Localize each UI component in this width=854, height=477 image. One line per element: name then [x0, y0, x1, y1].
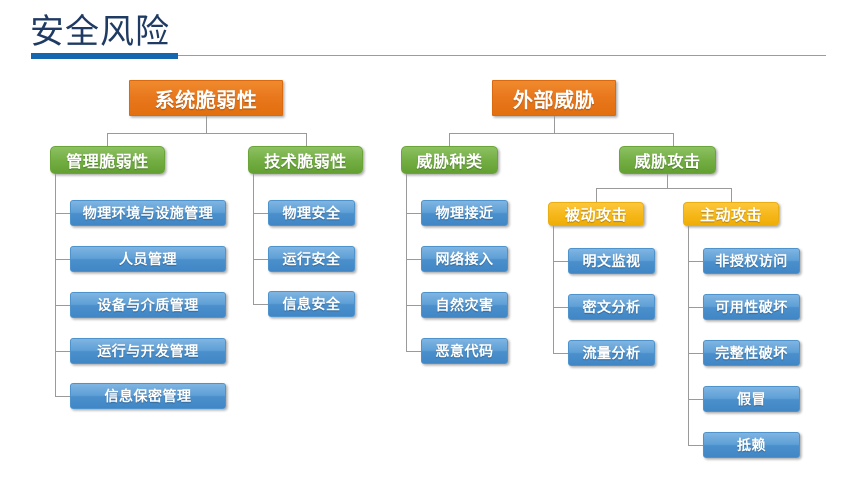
connector-passive-spine — [553, 226, 554, 353]
connector-threattype-stub-4 — [406, 351, 421, 352]
connector-threatattack-to-passive — [596, 188, 597, 202]
node-label: 流量分析 — [582, 345, 641, 361]
connector-active-stub-5 — [688, 445, 703, 446]
node-label: 抵赖 — [737, 437, 766, 453]
node-label: 自然灾害 — [435, 297, 494, 313]
node-label: 技术脆弱性 — [264, 154, 347, 171]
node-m1[interactable]: 物理环境与设施管理 — [70, 200, 226, 226]
node-label: 可用性破坏 — [715, 299, 788, 315]
node-label: 信息保密管理 — [104, 388, 192, 404]
node-mgmt-vuln[interactable]: 管理脆弱性 — [50, 146, 165, 174]
node-t2[interactable]: 运行安全 — [268, 246, 355, 272]
node-label: 主动攻击 — [699, 206, 762, 224]
node-label: 完整性破坏 — [715, 345, 788, 361]
node-m5[interactable]: 信息保密管理 — [70, 383, 226, 409]
node-label: 设备与介质管理 — [97, 297, 199, 313]
node-sys-vuln[interactable]: 系统脆弱性 — [129, 80, 283, 116]
connector-tech-stub-2 — [253, 259, 268, 260]
node-a1[interactable]: 非授权访问 — [703, 248, 800, 274]
node-label: 威胁种类 — [416, 154, 483, 171]
node-label: 外部威胁 — [513, 89, 595, 112]
node-threat-attack[interactable]: 威胁攻击 — [619, 146, 716, 174]
connector-mgmt-stub-2 — [55, 259, 70, 260]
connector-passive-stub-2 — [553, 307, 568, 308]
connector-active-stub-4 — [688, 399, 703, 400]
connector-mgmt-stub-5 — [55, 396, 70, 397]
node-label: 威胁攻击 — [634, 154, 701, 171]
connector-tech-stub-1 — [253, 213, 268, 214]
connector-extthreat-to-type — [449, 133, 450, 146]
node-label: 管理脆弱性 — [66, 154, 149, 171]
connector-threattype-stub-2 — [406, 259, 421, 260]
connector-active-spine — [688, 226, 689, 446]
node-label: 物理接近 — [435, 205, 494, 221]
node-label: 运行安全 — [282, 251, 341, 267]
node-k3[interactable]: 自然灾害 — [421, 292, 508, 318]
node-label: 人员管理 — [119, 251, 177, 267]
connector-active-stub-3 — [688, 353, 703, 354]
connector-active-stub-1 — [688, 261, 703, 262]
node-m4[interactable]: 运行与开发管理 — [70, 338, 226, 364]
node-passive-attack[interactable]: 被动攻击 — [548, 202, 644, 226]
node-m2[interactable]: 人员管理 — [70, 246, 226, 272]
connector-sysvuln-to-tech — [306, 133, 307, 146]
node-label: 非授权访问 — [715, 253, 788, 269]
node-a5[interactable]: 抵赖 — [703, 432, 800, 458]
connector-mgmt-stub-4 — [55, 351, 70, 352]
node-t1[interactable]: 物理安全 — [268, 200, 355, 226]
node-a4[interactable]: 假冒 — [703, 386, 800, 412]
node-label: 系统脆弱性 — [154, 89, 258, 112]
node-p1[interactable]: 明文监视 — [568, 248, 655, 274]
node-t3[interactable]: 信息安全 — [268, 291, 355, 317]
node-label: 运行与开发管理 — [97, 343, 199, 359]
node-threat-type[interactable]: 威胁种类 — [401, 146, 498, 174]
node-label: 网络接入 — [435, 251, 494, 267]
connector-sysvuln-stem — [206, 116, 207, 133]
node-k1[interactable]: 物理接近 — [421, 200, 508, 226]
connector-extthreat-stem — [554, 116, 555, 133]
connector-threatattack-stem — [667, 174, 668, 188]
node-k4[interactable]: 恶意代码 — [421, 338, 508, 364]
page-title: 安全风险 — [30, 13, 170, 51]
connector-extthreat-bus — [449, 133, 673, 134]
connector-tech-spine — [253, 174, 254, 304]
node-a3[interactable]: 完整性破坏 — [703, 340, 800, 366]
connector-active-stub-2 — [688, 307, 703, 308]
node-label: 恶意代码 — [435, 343, 494, 359]
node-label: 被动攻击 — [564, 206, 627, 224]
title-underline-bar — [31, 53, 178, 59]
connector-extthreat-to-attack — [673, 133, 674, 146]
node-label: 密文分析 — [582, 299, 641, 315]
connector-mgmt-spine — [55, 174, 56, 396]
node-active-attack[interactable]: 主动攻击 — [683, 202, 779, 226]
node-label: 信息安全 — [282, 296, 341, 312]
node-a2[interactable]: 可用性破坏 — [703, 294, 800, 320]
node-label: 物理环境与设施管理 — [82, 205, 214, 221]
node-k2[interactable]: 网络接入 — [421, 246, 508, 272]
connector-mgmt-stub-1 — [55, 213, 70, 214]
connector-mgmt-stub-3 — [55, 305, 70, 306]
node-label: 明文监视 — [582, 253, 641, 269]
connector-sysvuln-bus — [107, 133, 306, 134]
connector-sysvuln-to-mgmt — [107, 133, 108, 146]
connector-threatattack-bus — [596, 188, 731, 189]
node-p2[interactable]: 密文分析 — [568, 294, 655, 320]
connector-tech-stub-3 — [253, 304, 268, 305]
title-underline-rule — [178, 55, 826, 56]
node-ext-threat[interactable]: 外部威胁 — [492, 80, 616, 116]
node-tech-vuln[interactable]: 技术脆弱性 — [248, 146, 363, 174]
connector-threattype-spine — [406, 174, 407, 351]
node-m3[interactable]: 设备与介质管理 — [70, 292, 226, 318]
connector-threattype-stub-3 — [406, 305, 421, 306]
node-p3[interactable]: 流量分析 — [568, 340, 655, 366]
node-label: 假冒 — [737, 391, 766, 407]
connector-passive-stub-3 — [553, 353, 568, 354]
connector-passive-stub-1 — [553, 261, 568, 262]
connector-threatattack-to-active — [731, 188, 732, 202]
connector-threattype-stub-1 — [406, 213, 421, 214]
node-label: 物理安全 — [282, 205, 341, 221]
